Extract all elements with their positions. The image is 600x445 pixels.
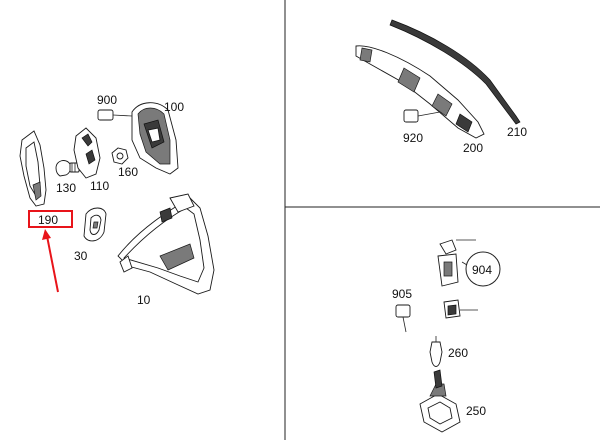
- label-100: 100: [164, 100, 184, 114]
- part-160-nut[interactable]: [111, 147, 129, 165]
- label-905: 905: [392, 287, 412, 301]
- part-190-trim-strip[interactable]: [19, 130, 47, 207]
- callout-circle-904: [465, 251, 501, 287]
- part-10-rear-lamp-assembly[interactable]: [117, 193, 215, 295]
- part-30-gasket[interactable]: [83, 207, 107, 242]
- label-30: 30: [74, 249, 88, 263]
- part-200-trim-panel[interactable]: [355, 45, 485, 139]
- label-210: 210: [507, 125, 527, 139]
- part-100-tail-lamp-housing[interactable]: [131, 102, 179, 175]
- highlight-box: [28, 210, 73, 228]
- part-905-clip[interactable]: [395, 304, 411, 333]
- label-160: 160: [118, 165, 138, 179]
- label-920: 920: [403, 131, 423, 145]
- part-130-bulb[interactable]: [55, 160, 80, 177]
- label-260: 260: [448, 346, 468, 360]
- part-250-lamp-socket[interactable]: [419, 369, 461, 433]
- label-10: 10: [137, 293, 151, 307]
- highlight-arrow: [42, 229, 59, 293]
- part-900-connector[interactable]: [97, 109, 133, 121]
- part-210-seal-strip[interactable]: [389, 19, 521, 125]
- label-200: 200: [463, 141, 483, 155]
- part-920-clip[interactable]: [403, 109, 441, 123]
- label-250: 250: [466, 404, 486, 418]
- label-110: 110: [90, 179, 109, 193]
- part-904-connector-group[interactable]: [437, 239, 478, 319]
- part-110-bulb-carrier[interactable]: [73, 127, 101, 179]
- part-260-bulb[interactable]: [429, 336, 443, 367]
- label-190: 190: [38, 213, 58, 227]
- label-900: 900: [97, 93, 117, 107]
- label-904: 904: [472, 263, 492, 277]
- label-130: 130: [56, 181, 76, 195]
